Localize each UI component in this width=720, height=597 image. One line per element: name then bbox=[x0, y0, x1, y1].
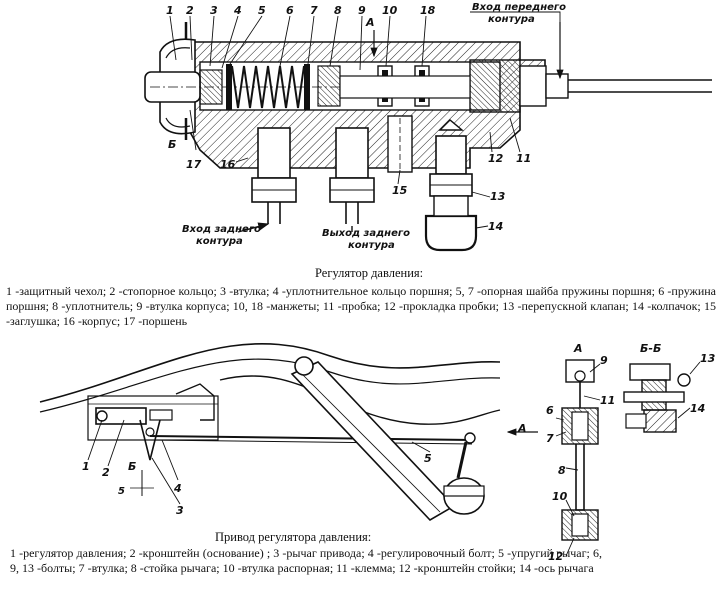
front-inlet-label-1: Вход переднего bbox=[472, 2, 566, 13]
drive-callout-13: 13 bbox=[700, 352, 716, 365]
callout-17: 17 bbox=[186, 158, 202, 171]
rear-inlet-label-2: контура bbox=[196, 236, 243, 247]
regulator-legend: 1 -защитный чехол; 2 -стопорное кольцо; … bbox=[6, 284, 716, 329]
regulator-caption: Регулятор давления: bbox=[315, 266, 424, 280]
callout-7: 7 bbox=[310, 4, 318, 17]
rear-outlet-label-1: Выход заднего bbox=[322, 228, 410, 239]
regulator-section bbox=[144, 11, 712, 252]
drive-caption: Привод регулятора давления: bbox=[215, 530, 372, 544]
drive-callout-11: 11 bbox=[600, 394, 615, 407]
callout-14: 14 bbox=[488, 220, 503, 233]
drive-callout-9: 9 bbox=[600, 354, 608, 367]
section-b-mark: Б bbox=[168, 138, 176, 151]
callout-18: 18 bbox=[420, 4, 436, 17]
callout-6: 6 bbox=[286, 4, 294, 17]
callout-13: 13 bbox=[490, 190, 506, 203]
callout-16: 16 bbox=[220, 158, 236, 171]
callout-10: 10 bbox=[382, 4, 398, 17]
rear-outlet-label-2: контура bbox=[348, 240, 395, 251]
callout-4: 4 bbox=[233, 4, 242, 17]
drive-section-b: Б bbox=[128, 460, 136, 473]
drive-callout-2: 2 bbox=[102, 466, 110, 479]
callout-3: 3 bbox=[210, 4, 218, 17]
view-bb-title: Б-Б bbox=[640, 342, 661, 355]
callout-9: 9 bbox=[358, 4, 366, 17]
drive-callout-5: 5 bbox=[424, 452, 432, 465]
drive-callout-7: 7 bbox=[546, 432, 554, 445]
drive-callout-1: 1 bbox=[82, 460, 90, 473]
drive-callouts: 1 2 3 4 5 6 7 8 9 10 11 12 13 14 А Б-Б А… bbox=[82, 342, 716, 563]
callout-15: 15 bbox=[392, 184, 408, 197]
drive-callout-12: 12 bbox=[548, 550, 564, 563]
dim-5: 5 bbox=[118, 486, 125, 497]
callout-12: 12 bbox=[488, 152, 504, 165]
front-inlet-label-2: контура bbox=[488, 14, 535, 25]
callout-5: 5 bbox=[258, 4, 266, 17]
drive-callout-4: 4 bbox=[173, 482, 182, 495]
callout-1: 1 bbox=[166, 4, 174, 17]
drive-callout-3: 3 bbox=[176, 504, 184, 517]
callout-11: 11 bbox=[516, 152, 531, 165]
arrow-a-label: А bbox=[517, 422, 527, 435]
callout-2: 2 bbox=[186, 4, 194, 17]
regulator-callouts: 1 2 3 4 5 6 7 8 9 10 18 11 12 13 14 15 1… bbox=[166, 2, 566, 251]
drive-drawing bbox=[39, 343, 701, 557]
view-a-title: А bbox=[573, 342, 583, 355]
drive-callout-8: 8 bbox=[558, 464, 566, 477]
callout-8: 8 bbox=[334, 4, 342, 17]
drive-callout-14: 14 bbox=[690, 402, 705, 415]
drive-callout-6: 6 bbox=[546, 404, 554, 417]
drive-legend: 1 -регулятор давления; 2 -кронштейн (осн… bbox=[10, 546, 602, 576]
section-a-mark: А bbox=[365, 16, 375, 29]
rear-inlet-label-1: Вход заднего bbox=[182, 224, 261, 235]
drive-callout-10: 10 bbox=[552, 490, 568, 503]
